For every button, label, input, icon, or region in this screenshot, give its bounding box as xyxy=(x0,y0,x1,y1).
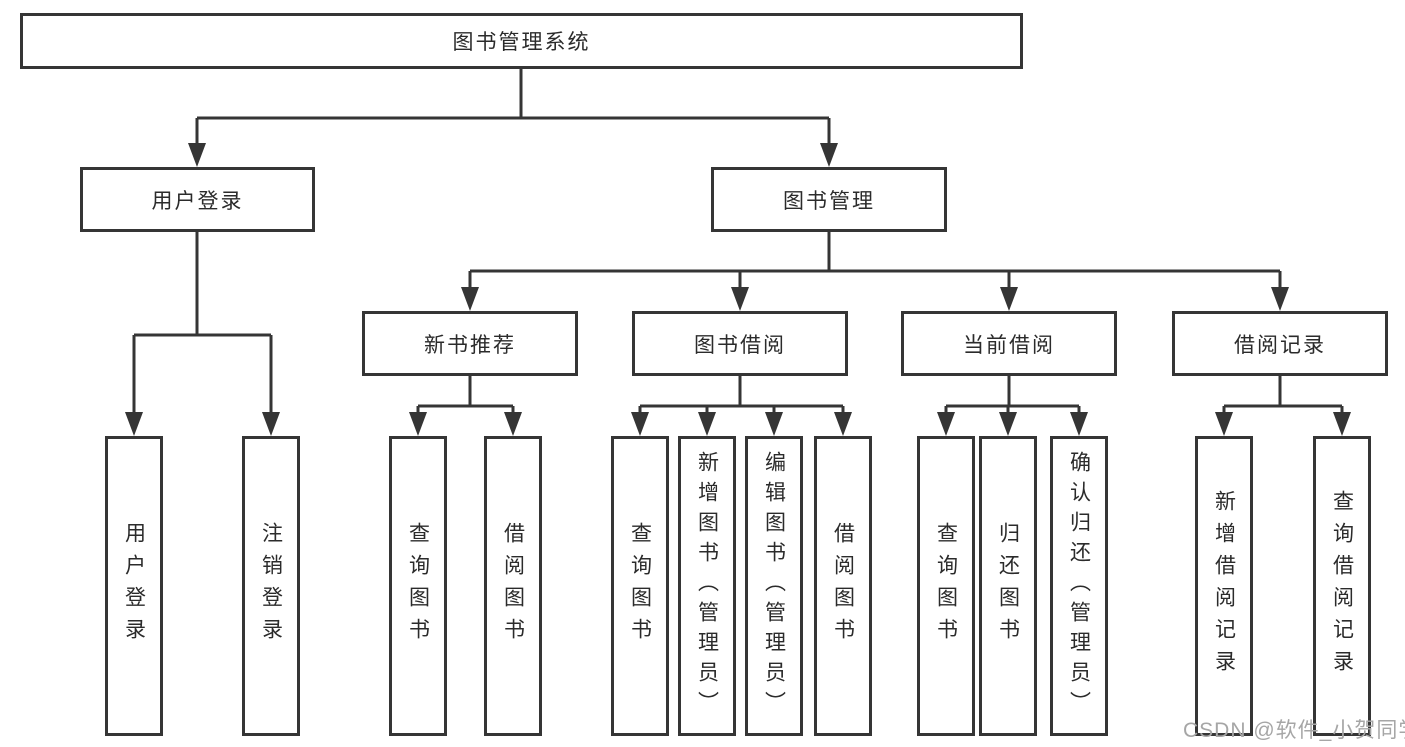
leaf-confirm-return-admin-label: 确认归还（管理员） xyxy=(1067,451,1091,721)
node-new-book-recommend: 新书推荐 xyxy=(362,311,578,376)
leaf-query-borrow-record-label: 查询借阅记录 xyxy=(1330,490,1354,682)
leaf-query-book-recommend: 查询图书 xyxy=(389,436,447,736)
leaf-query-book-current-label: 查询图书 xyxy=(934,522,958,650)
node-user-login: 用户登录 xyxy=(80,167,315,232)
node-new-book-recommend-label: 新书推荐 xyxy=(424,333,516,357)
leaf-return-book-label: 归还图书 xyxy=(996,522,1020,650)
node-borrow-records: 借阅记录 xyxy=(1172,311,1388,376)
leaf-query-book-current: 查询图书 xyxy=(917,436,975,736)
leaf-confirm-return-admin: 确认归还（管理员） xyxy=(1050,436,1108,736)
leaf-edit-book-admin: 编辑图书（管理员） xyxy=(745,436,803,736)
leaf-borrow-book-label: 借阅图书 xyxy=(831,522,855,650)
leaf-query-book-recommend-label: 查询图书 xyxy=(406,522,430,650)
leaf-edit-book-admin-label: 编辑图书（管理员） xyxy=(762,451,786,721)
leaf-query-book-borrow-label: 查询图书 xyxy=(628,522,652,650)
node-borrow-records-label: 借阅记录 xyxy=(1234,333,1326,357)
node-current-borrow-label: 当前借阅 xyxy=(963,333,1055,357)
leaf-query-borrow-record: 查询借阅记录 xyxy=(1313,436,1371,736)
node-root: 图书管理系统 xyxy=(20,13,1023,69)
leaf-borrow-book-recommend-label: 借阅图书 xyxy=(501,522,525,650)
leaf-borrow-book-recommend: 借阅图书 xyxy=(484,436,542,736)
node-book-borrow: 图书借阅 xyxy=(632,311,848,376)
node-user-login-label: 用户登录 xyxy=(151,189,244,213)
leaf-add-book-admin-label: 新增图书（管理员） xyxy=(695,451,719,721)
watermark: CSDN @软件_小贺同学 xyxy=(1183,719,1405,742)
leaf-add-book-admin: 新增图书（管理员） xyxy=(678,436,736,736)
leaf-user-login-label: 用户登录 xyxy=(122,522,146,650)
leaf-logout: 注销登录 xyxy=(242,436,300,736)
node-root-label: 图书管理系统 xyxy=(452,31,591,54)
leaf-user-login: 用户登录 xyxy=(105,436,163,736)
leaf-query-book-borrow: 查询图书 xyxy=(611,436,669,736)
node-book-management-label: 图书管理 xyxy=(783,189,875,213)
node-book-borrow-label: 图书借阅 xyxy=(694,333,786,357)
leaf-return-book: 归还图书 xyxy=(979,436,1037,736)
node-book-management: 图书管理 xyxy=(711,167,947,232)
leaf-borrow-book: 借阅图书 xyxy=(814,436,872,736)
leaf-logout-label: 注销登录 xyxy=(259,522,283,650)
leaf-add-borrow-record: 新增借阅记录 xyxy=(1195,436,1253,736)
node-current-borrow: 当前借阅 xyxy=(901,311,1117,376)
arrowheads xyxy=(125,143,1351,436)
leaf-add-borrow-record-label: 新增借阅记录 xyxy=(1212,490,1236,682)
